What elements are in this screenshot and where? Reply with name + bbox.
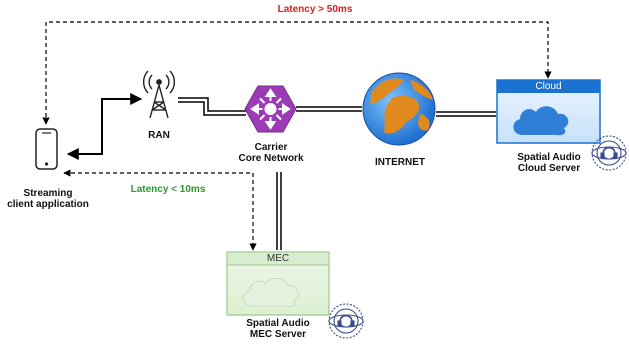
- client-label-line2: client application: [7, 199, 89, 210]
- cloud-server-label: Spatial Audio Cloud Server: [499, 152, 599, 174]
- cloud-server-box: [496, 79, 601, 144]
- latency-near-path: [63, 169, 257, 251]
- core-network-label-line2: Core Network: [238, 153, 304, 164]
- cloud-icon: [513, 106, 569, 136]
- ran-label: RAN: [148, 130, 170, 141]
- spatial-audio-icon: [328, 303, 364, 339]
- core-network-label-line1: Carrier: [254, 142, 288, 153]
- cloud-box-title: Cloud: [535, 81, 562, 92]
- mec-box-title: MEC: [266, 253, 290, 264]
- mec-server-label: Spatial Audio MEC Server: [228, 318, 328, 340]
- client-label-line1: Streaming: [23, 188, 73, 199]
- core-network-label: Carrier Core Network: [226, 142, 316, 164]
- internet-globe-icon: [362, 72, 436, 146]
- mec-server-box: [226, 251, 330, 316]
- smartphone-icon: [35, 128, 58, 170]
- mec-server-label-line1: Spatial Audio: [246, 318, 310, 329]
- core-mec-link: [276, 172, 282, 250]
- core-network-icon: [244, 85, 297, 133]
- internet-cloud-link: [436, 111, 496, 117]
- latency-far-path: [42, 21, 552, 125]
- latency-near-label: Latency < 10ms: [130, 184, 206, 195]
- ran-core-link: [178, 97, 246, 116]
- core-internet-link: [296, 106, 362, 112]
- client-ran-link: [66, 93, 143, 160]
- latency-far-label: Latency > 50ms: [277, 4, 353, 15]
- ran-tower-icon: [142, 70, 176, 119]
- mec-server-label-line2: MEC Server: [249, 329, 307, 340]
- internet-label: INTERNET: [375, 157, 425, 168]
- cloud-server-label-line2: Cloud Server: [517, 163, 581, 174]
- spatial-audio-icon: [591, 135, 627, 171]
- cloud-server-label-line1: Spatial Audio: [517, 152, 581, 163]
- client-label: Streaming client application: [0, 188, 96, 210]
- cloud-icon: [243, 277, 299, 307]
